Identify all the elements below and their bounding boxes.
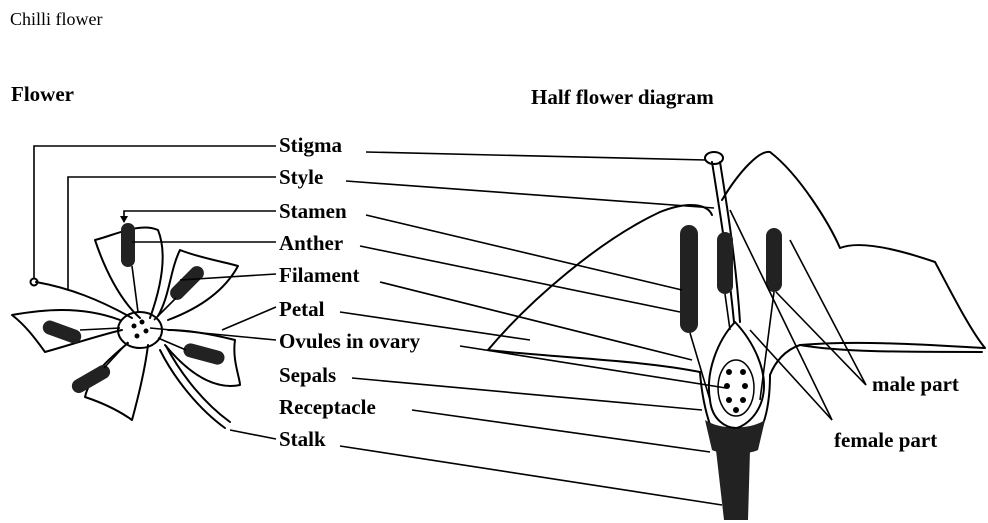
flower-style [36,282,132,318]
leader-ovules-right [460,346,726,388]
label-ovules-in-ovary: Ovules in ovary [279,328,420,354]
label-female-part: female part [834,427,937,453]
half-stigma [705,152,723,164]
flower-anther [182,342,226,366]
flower-anther [69,362,112,395]
flower-anther [41,319,83,346]
leader-style-right [346,181,714,208]
label-male-part: male part [872,371,959,397]
leader-ovules-left [150,328,276,340]
half-receptacle [705,420,765,454]
flower-ovule-dot [140,320,145,325]
flower-anther [121,223,135,267]
leader-stalk-left [230,430,276,439]
flower-ovule-dot [135,334,140,339]
half-petal-left [488,205,712,350]
leader-male-2 [776,292,866,385]
leader-anther-right [360,246,680,312]
label-anther: Anther [279,230,343,256]
label-stamen: Stamen [279,198,347,224]
label-filament: Filament [279,262,359,288]
half-anther-right [766,228,782,292]
leader-stamen-arrow [120,216,128,223]
label-style: Style [279,164,323,190]
flower-ovule-dot [144,329,149,334]
label-receptacle: Receptacle [279,394,376,420]
leader-sepals-right [352,378,702,410]
label-stalk: Stalk [279,426,326,452]
leader-stigma-right [366,152,706,160]
leader-stamen-left [124,211,276,222]
label-petal: Petal [279,296,324,322]
leader-filament-right [380,282,692,360]
half-anther-left [680,225,698,333]
leader-stalk-right [340,446,722,505]
leader-male-1 [790,240,866,385]
leader-petal-left [222,307,276,330]
whole-flower-drawing [12,223,240,428]
half-stalk [716,450,750,520]
label-sepals: Sepals [279,362,336,388]
flower-petal-upper-right [158,250,238,320]
half-flower-drawing [488,152,985,520]
leader-stigma-left [34,146,276,278]
flower-ovule-dot [132,324,137,329]
label-stigma: Stigma [279,132,342,158]
half-anther-mid [717,232,733,294]
leader-receptacle-right [412,410,710,452]
